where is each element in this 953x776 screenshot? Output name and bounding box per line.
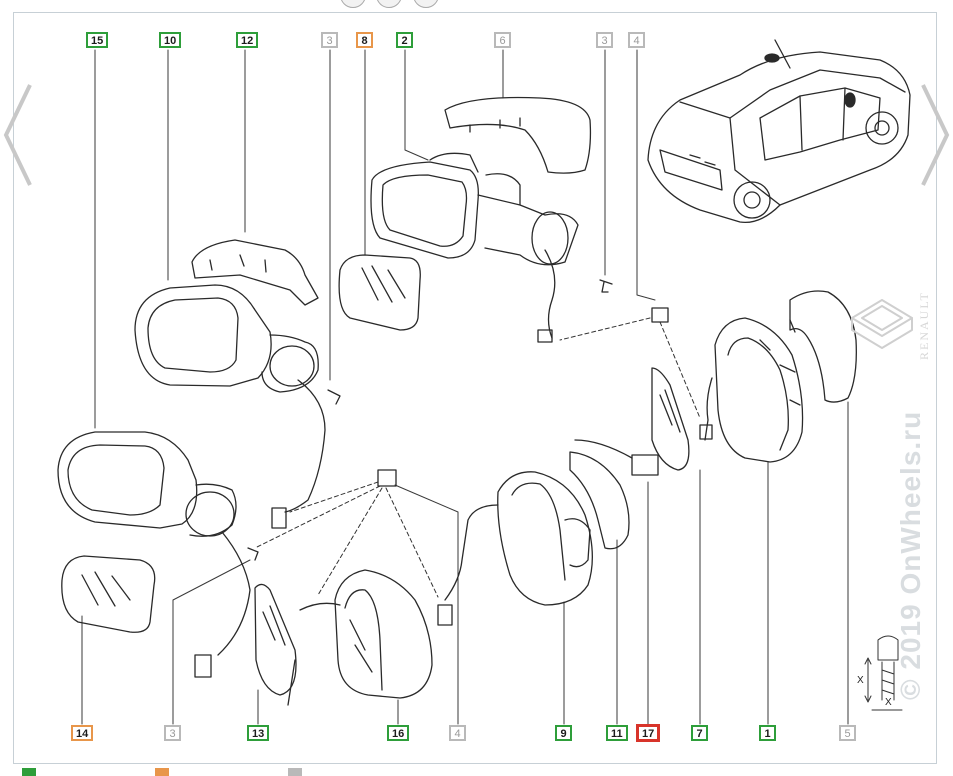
callout-part[interactable]: 4	[449, 725, 466, 741]
prev-arrow-icon[interactable]	[0, 80, 36, 190]
mirror-exploded-diagram: X X	[57, 39, 913, 725]
callout-part[interactable]: 17	[635, 724, 661, 742]
pager-dot[interactable]	[340, 0, 366, 8]
pager-dot[interactable]	[412, 0, 439, 8]
callout-part[interactable]: 3	[321, 32, 338, 48]
callout-part[interactable]: 4	[628, 32, 645, 48]
legend-swatch-unavailable	[288, 768, 302, 776]
legend-swatch-optional	[155, 768, 169, 776]
watermark-text: © 2019 OnWheels.ru	[895, 410, 926, 700]
callout-part[interactable]: 14	[71, 725, 94, 741]
callout-part[interactable]: 13	[247, 725, 270, 741]
callout-part[interactable]: 8	[356, 32, 373, 48]
callout-part[interactable]: 15	[86, 32, 109, 48]
callout-part[interactable]: 3	[596, 32, 613, 48]
callout-part[interactable]: 9	[555, 725, 572, 741]
callout-part[interactable]: 5	[839, 725, 856, 741]
dimension-label: X	[885, 697, 892, 708]
callout-part[interactable]: 3	[164, 725, 181, 741]
diagram-frame	[13, 12, 937, 764]
callout-part[interactable]: 2	[396, 32, 413, 48]
legend-swatch-available	[22, 768, 36, 776]
callout-part[interactable]: 7	[691, 725, 708, 741]
next-arrow-icon[interactable]	[917, 80, 953, 190]
callout-part[interactable]: 11	[606, 725, 628, 741]
callout-part[interactable]: 16	[387, 725, 410, 741]
callout-part[interactable]: 10	[159, 32, 182, 48]
dimension-label: X	[857, 675, 864, 686]
pager-dot[interactable]	[376, 0, 403, 8]
brand-text: RENAULT	[917, 291, 931, 360]
callout-part[interactable]: 6	[494, 32, 511, 48]
callout-part[interactable]: 1	[759, 725, 776, 741]
pager-dots	[340, 0, 445, 8]
callout-part[interactable]: 12	[236, 32, 259, 48]
